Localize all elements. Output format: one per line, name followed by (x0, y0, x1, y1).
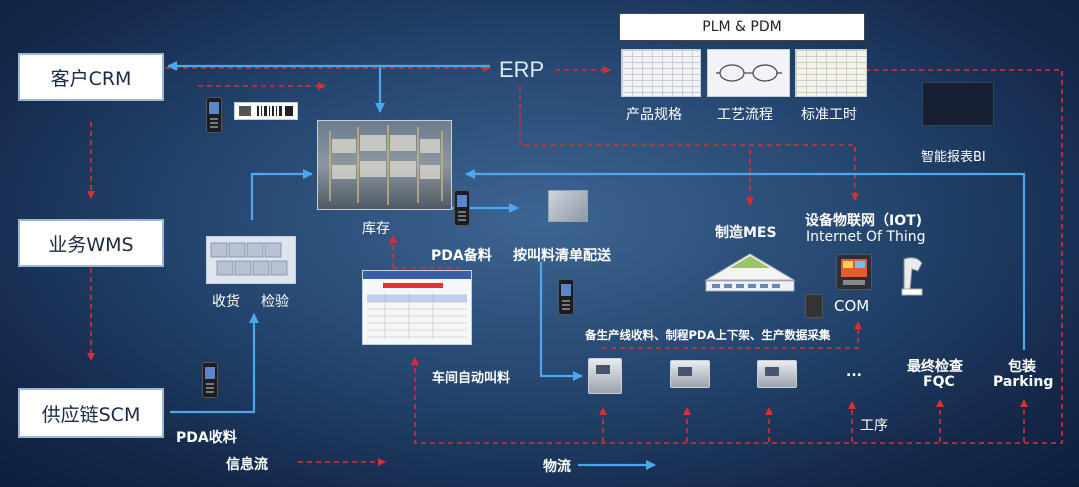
process-flow-thumbnail (707, 49, 790, 97)
mes-pyramid-image (702, 250, 798, 294)
pda-device-icon-line (558, 279, 574, 315)
pda-device-icon-receive (202, 362, 218, 398)
plm-item-hours: 标准工时 (801, 107, 857, 123)
com-label: COM (834, 297, 870, 315)
scm-box[interactable]: 供应链SCM (18, 388, 164, 438)
receiving-goods-image (206, 236, 296, 284)
pack-en-label: Parking (993, 374, 1054, 390)
flow-pack-return (465, 169, 1026, 350)
iot-terminal-icon (836, 254, 872, 290)
process-machine-2-icon (670, 360, 710, 388)
workshop-call-screen (362, 270, 472, 345)
receiving-label: 收货 (212, 294, 240, 310)
bi-dashboard-thumbnail (922, 82, 994, 126)
inspection-label: 检验 (261, 294, 289, 310)
crm-box[interactable]: 客户CRM (18, 53, 164, 101)
call-delivery-label: 按叫料清单配送 (513, 248, 611, 264)
barcode-scanner-icon (898, 255, 928, 297)
process-label: 工序 (860, 418, 888, 434)
iot-en-label: Internet Of Thing (806, 229, 926, 245)
warehouse-photo (317, 120, 452, 210)
pda-prep-label: PDA备料 (431, 248, 492, 264)
workshop-call-label: 车间自动叫料 (432, 371, 511, 386)
flow-receive-inventory (250, 169, 313, 220)
erp-label[interactable]: ERP (499, 57, 545, 82)
mes-pyramid-icon (704, 253, 796, 292)
warehouse-shelves-icon (329, 125, 443, 205)
delivery-package-icon (548, 190, 588, 222)
crm-label: 客户CRM (50, 67, 132, 90)
pda-receive-label: PDA收料 (176, 430, 237, 446)
legend-material-flow-label: 物流 (543, 459, 571, 475)
legend-info-flow-label: 信息流 (226, 457, 268, 473)
ellipsis-label: ... (846, 364, 862, 380)
flow-scm-receive (170, 313, 259, 414)
pack-cn-label: 包装 (1008, 359, 1036, 375)
process-flow-diagram-icon (716, 64, 782, 82)
plm-pdm-title[interactable]: PLM & PDM (619, 13, 865, 41)
flow-delivery-line (539, 262, 583, 381)
info-line-collect (602, 321, 862, 349)
software-screen-icon (363, 271, 471, 339)
plm-item-spec: 产品规格 (626, 107, 682, 123)
process-machine-3-icon (757, 360, 797, 388)
plm-item-process: 工艺流程 (717, 107, 773, 123)
iot-cn-label: 设备物联网（IOT) (805, 213, 923, 229)
pda-device-icon-top (206, 97, 222, 133)
info-pdm-right (411, 69, 1063, 444)
mes-label: 制造MES (715, 225, 777, 241)
inventory-label: 库存 (362, 221, 390, 237)
com-module-icon (805, 294, 823, 318)
pda-device-icon-prep (454, 190, 470, 226)
wms-label: 业务WMS (48, 233, 134, 256)
process-machine-1-icon (588, 358, 622, 394)
info-erp-mes (519, 86, 859, 201)
scm-label: 供应链SCM (41, 403, 141, 426)
wms-box[interactable]: 业务WMS (18, 219, 164, 267)
standard-hours-thumbnail (795, 49, 867, 97)
bi-label: 智能报表BI (921, 150, 986, 165)
fqc-cn-label: 最终检查 (907, 359, 963, 375)
fqc-en-label: FQC (923, 374, 955, 390)
product-spec-thumbnail (621, 49, 701, 97)
line-collect-label: 备生产线收料、制程PDA上下架、生产数据采集 (585, 328, 831, 342)
barcode-label-icon (234, 102, 298, 120)
